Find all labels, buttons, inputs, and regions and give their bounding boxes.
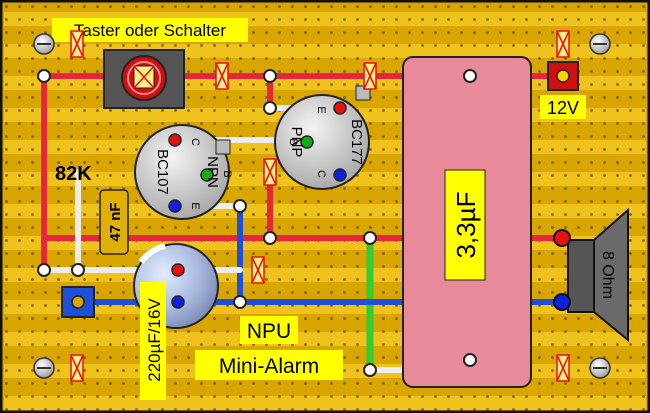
track-cut-icon	[363, 62, 377, 90]
transistor-bc107: BC107 NPN C B E	[134, 124, 233, 220]
capacitor-large: 3,3µF	[402, 56, 532, 388]
track-cut-icon	[251, 256, 265, 284]
resistor-label: 82K	[55, 163, 92, 185]
track-cut-icon	[556, 354, 570, 382]
track-cut-icon	[263, 158, 277, 186]
supply-terminal: 12V	[540, 61, 586, 119]
screw-icon	[589, 33, 611, 55]
bc177-pin-e: E	[315, 106, 327, 113]
supply-label: 12V	[547, 98, 579, 118]
bc107-polarity: NPN	[204, 156, 221, 188]
track-cut-icon	[556, 30, 570, 58]
bc177-pin-b: B	[287, 138, 299, 145]
bc107-pin-c: C	[189, 138, 201, 146]
mount-screws	[33, 33, 611, 379]
bc177-polarity: PNP	[288, 127, 305, 158]
track-cut-icon	[70, 30, 84, 58]
track-cuts	[70, 30, 570, 382]
page-title: Taster oder Schalter	[74, 21, 226, 40]
capacitor-small-label: 47 nF	[107, 202, 124, 241]
screw-icon	[33, 357, 55, 379]
ground-terminal	[61, 286, 95, 318]
circuit-label-line1: NPU	[247, 320, 291, 343]
transistor-bc177: BC177 PNP E B C	[274, 85, 371, 190]
speaker-label: 8 Ohm	[599, 251, 616, 299]
circuit-label-line2: Mini-Alarm	[219, 355, 319, 378]
bc107-type: BC107	[154, 149, 171, 195]
electrolytic-label: 220µF/16V	[145, 298, 164, 382]
bc177-pin-c: C	[315, 170, 327, 178]
track-cut-icon	[215, 62, 229, 90]
bc177-type: BC177	[348, 119, 365, 165]
capacitor-electrolytic: 220µF/16V	[133, 243, 219, 400]
push-button-switch	[103, 49, 185, 109]
capacitor-small: 47 nF	[99, 189, 129, 255]
track-cut-icon	[70, 354, 84, 382]
speaker: 8 Ohm	[553, 207, 629, 343]
screw-icon	[589, 357, 611, 379]
capacitor-large-label: 3,3µF	[451, 191, 481, 258]
screw-icon	[33, 33, 55, 55]
bc107-pin-e: E	[189, 202, 201, 209]
speaker-icon	[567, 239, 595, 313]
bc107-pin-b: B	[221, 170, 233, 177]
